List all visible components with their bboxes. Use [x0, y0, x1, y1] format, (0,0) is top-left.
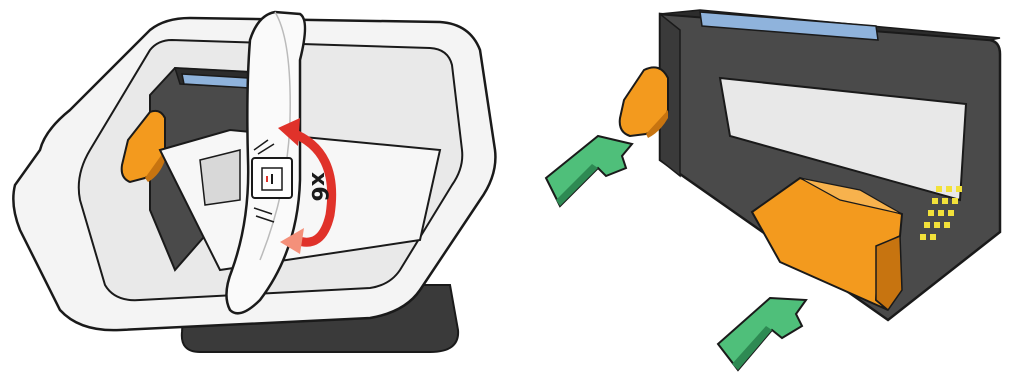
dot [956, 186, 962, 192]
dot [946, 186, 952, 192]
right-panel [546, 10, 1000, 370]
repeat-count-label: x6 [306, 172, 331, 202]
dot [952, 198, 958, 204]
dot [934, 222, 940, 228]
dot [936, 186, 942, 192]
dot [932, 198, 938, 204]
left-panel: x6 [13, 12, 495, 352]
dot [920, 234, 926, 240]
dot [944, 222, 950, 228]
dot [938, 210, 944, 216]
dot [942, 198, 948, 204]
dot [924, 222, 930, 228]
tray-label-recess [200, 150, 240, 205]
dot [948, 210, 954, 216]
dot [928, 210, 934, 216]
dot [930, 234, 936, 240]
